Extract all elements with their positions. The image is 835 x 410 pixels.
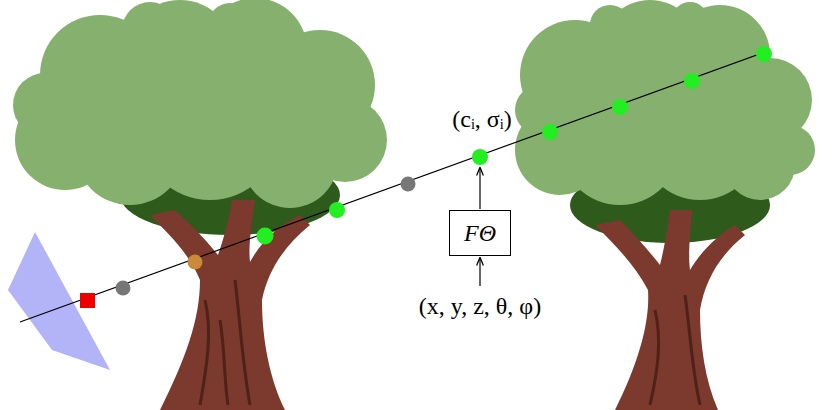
camera-ray — [20, 52, 765, 322]
input-arrow — [479, 258, 480, 286]
function-box: FΘ — [449, 210, 511, 256]
camera-frustum — [8, 232, 110, 370]
output-arrow — [479, 168, 480, 209]
input-label: (x, y, z, θ, φ) — [419, 293, 541, 319]
function-name: FΘ — [464, 220, 496, 246]
sample-points — [116, 46, 773, 296]
tree-right — [515, 0, 815, 410]
output-label: (cᵢ, σᵢ) — [452, 106, 511, 132]
pixel-marker — [80, 293, 95, 308]
